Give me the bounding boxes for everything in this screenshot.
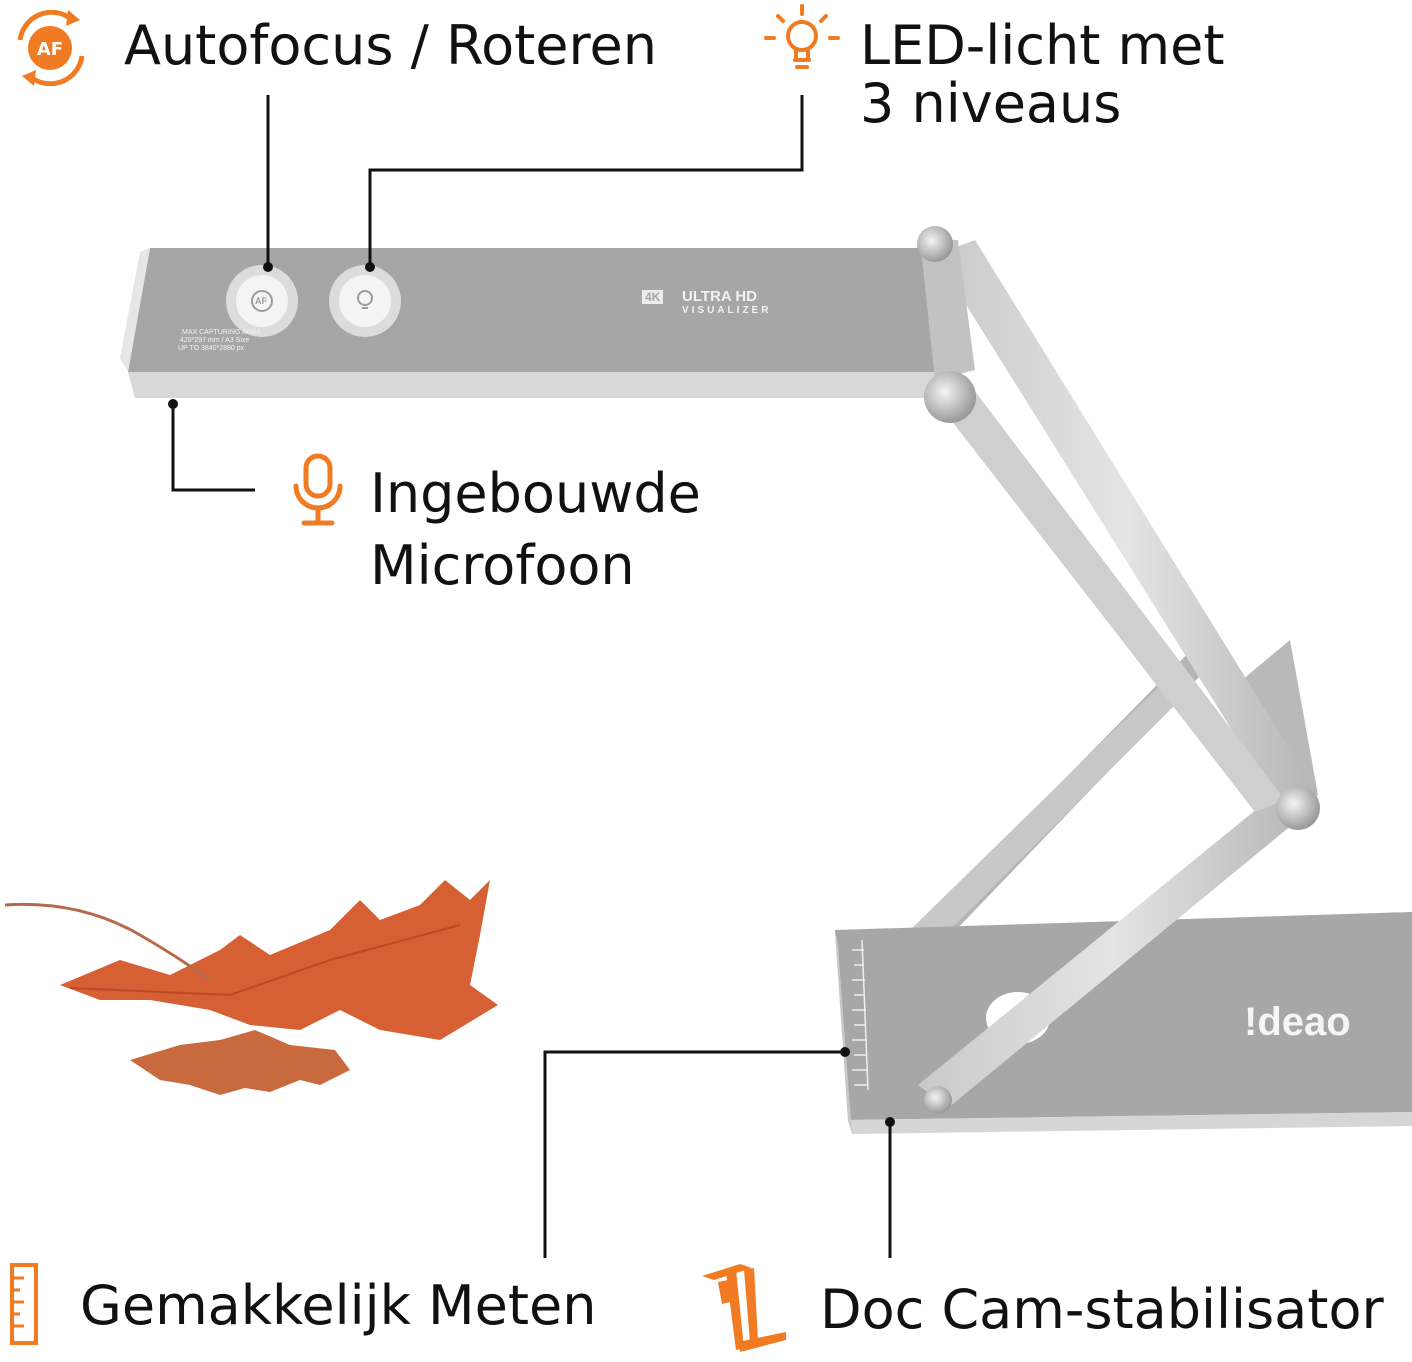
- measure-label: Gemakkelijk Meten: [80, 1274, 597, 1337]
- hinge-knob-elbow: [1276, 786, 1320, 830]
- capture-area-text: MAX CAPTURING AREA: [182, 329, 261, 336]
- upper-arm: [920, 240, 1318, 812]
- svg-text:AF: AF: [37, 39, 63, 60]
- leader-lines: [171, 95, 892, 1258]
- brand-logo: !deao: [1244, 1000, 1351, 1044]
- af-button-rotate-icon: [251, 290, 273, 312]
- leader-dots: [168, 262, 895, 1127]
- ruler-icon: [8, 1262, 40, 1350]
- maple-leaf-large: [4, 880, 498, 1040]
- stabilizer-icon: [700, 1262, 790, 1358]
- hinge-knob-base: [924, 1086, 952, 1114]
- base-ruler: [852, 939, 869, 1091]
- autofocus-rotate-icon: AF: [10, 9, 92, 90]
- maple-leaf-small: [130, 1030, 350, 1095]
- stabilizer-label: Doc Cam-stabilisator: [820, 1278, 1384, 1341]
- microphone-label-line1: Ingebouwde: [370, 462, 701, 525]
- device-title: ULTRA HD: [682, 288, 757, 305]
- support-legs: [910, 636, 1225, 950]
- hinge-knob-head: [924, 371, 976, 423]
- capture-resolution-text: UP TO 3840*2880 px: [178, 345, 245, 352]
- lightbulb-icon: [764, 4, 840, 80]
- led-label-line1: LED-licht met: [860, 14, 1225, 77]
- af-button-text: AF: [255, 296, 267, 306]
- badge-4k: 4K: [642, 290, 664, 304]
- device-subtitle: VISUALIZER: [682, 305, 772, 316]
- autofocus-label: Autofocus / Roteren: [124, 14, 657, 77]
- hinge-knob-top: [917, 226, 953, 262]
- microphone-icon: [288, 452, 348, 532]
- led-button-bulb-icon: [357, 290, 373, 309]
- capture-size-text: 420*297 mm / A3 Size: [180, 337, 250, 344]
- camera-head: [120, 240, 975, 398]
- microphone-label-line2: Microfoon: [370, 534, 635, 597]
- led-label-line2: 3 niveaus: [860, 72, 1122, 135]
